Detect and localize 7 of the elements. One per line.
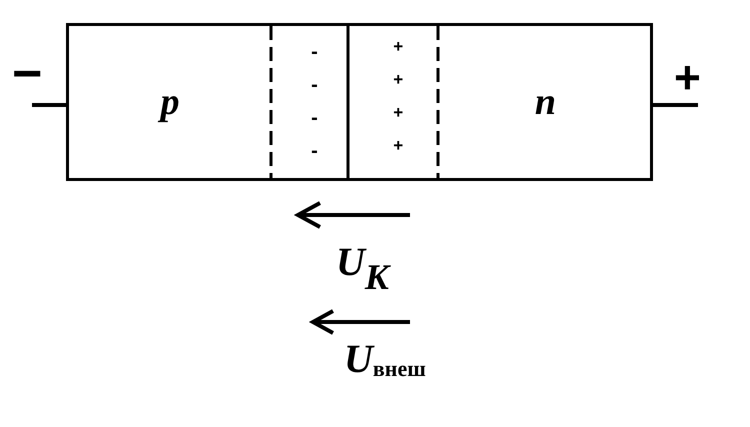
charge-signs: - - - -	[310, 40, 319, 164]
voltage-label: U$_{внеш}$	[344, 335, 426, 382]
terminal-sign: +	[674, 54, 701, 100]
voltage-label: U$_{K}$	[336, 238, 389, 298]
charge-signs: + + + +	[393, 36, 403, 157]
region-label: n	[534, 80, 556, 124]
terminal-sign: −	[12, 48, 42, 100]
